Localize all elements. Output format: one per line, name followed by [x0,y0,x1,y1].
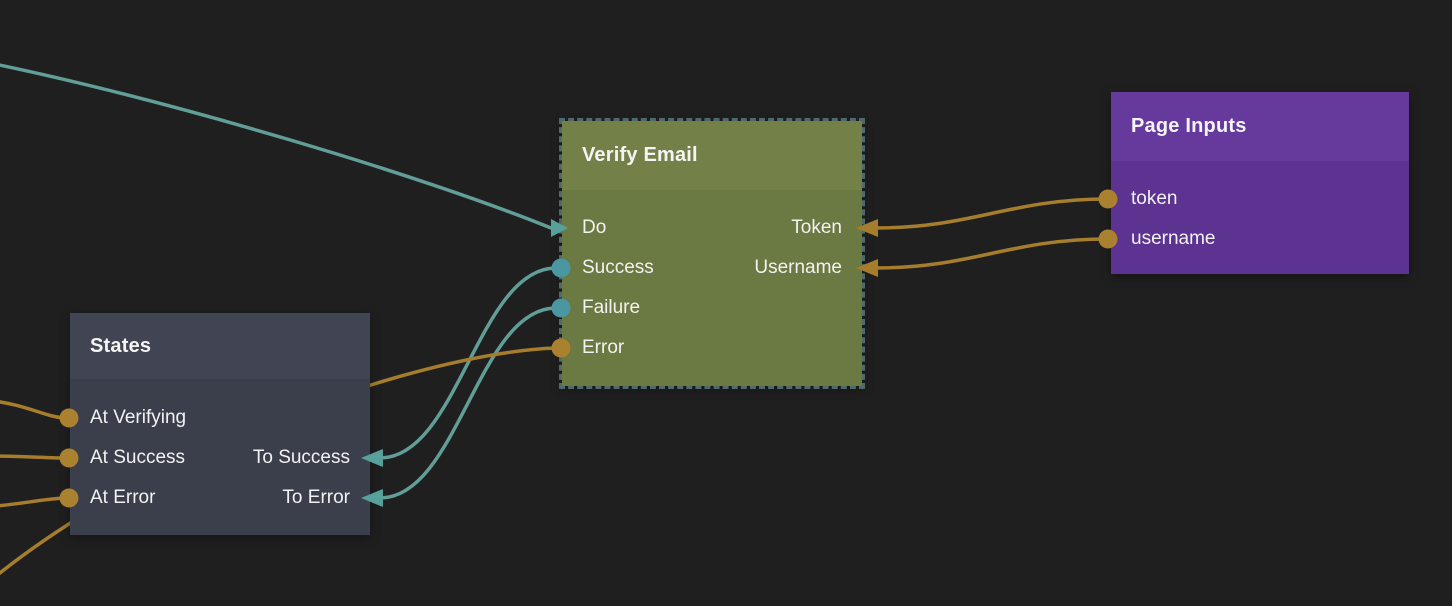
port-at-verifying[interactable]: At Verifying [90,407,187,428]
node-page-inputs-body: token username [1111,161,1409,274]
port-at-success[interactable]: At Success [90,447,186,468]
port-success[interactable]: Success [582,257,654,278]
port-row: At Verifying [70,398,370,438]
wire-failure[interactable] [378,306,558,500]
node-states-body: At Verifying At Success To Success At Er… [70,379,370,535]
wire-username[interactable] [874,237,1110,270]
node-verify-email-body: Do Token Success Username Failure Error [562,190,862,386]
node-title: States [90,334,152,357]
node-title: Verify Email [582,144,698,166]
wire-success[interactable] [378,266,558,460]
port-at-error[interactable]: At Error [90,487,156,508]
wire-at-error[interactable] [0,496,69,508]
port-username[interactable]: Username [754,257,842,278]
port-to-error[interactable]: To Error [282,487,350,508]
node-verify-email[interactable]: Verify Email Do Token Success Username F… [559,118,865,389]
port-token-output[interactable]: token [1131,188,1178,209]
node-states-header[interactable]: States [70,313,370,379]
port-row: Success Username [562,248,862,288]
port-failure[interactable]: Failure [582,297,641,318]
port-token[interactable]: Token [791,217,842,238]
port-row: Failure [562,288,862,328]
port-to-success[interactable]: To Success [252,447,350,468]
port-row: username [1111,219,1409,259]
node-title: Page Inputs [1131,115,1247,137]
port-row: Do Token [562,208,862,248]
port-error[interactable]: Error [582,337,625,358]
wire-to-do[interactable] [0,62,553,230]
port-row: At Error To Error [70,478,370,518]
port-username-output[interactable]: username [1131,228,1216,249]
node-states[interactable]: States At Verifying At Success To Succes… [70,313,370,535]
node-verify-email-header[interactable]: Verify Email [562,121,862,190]
wire-token[interactable] [874,197,1110,230]
port-row: Error [562,328,862,368]
node-page-inputs[interactable]: Page Inputs token username [1111,92,1409,274]
port-do[interactable]: Do [582,217,607,238]
node-page-inputs-header[interactable]: Page Inputs [1111,92,1409,161]
port-row: At Success To Success [70,438,370,478]
port-row: token [1111,179,1409,219]
wire-at-verifying[interactable] [0,400,69,420]
wire-at-success[interactable] [0,454,69,460]
